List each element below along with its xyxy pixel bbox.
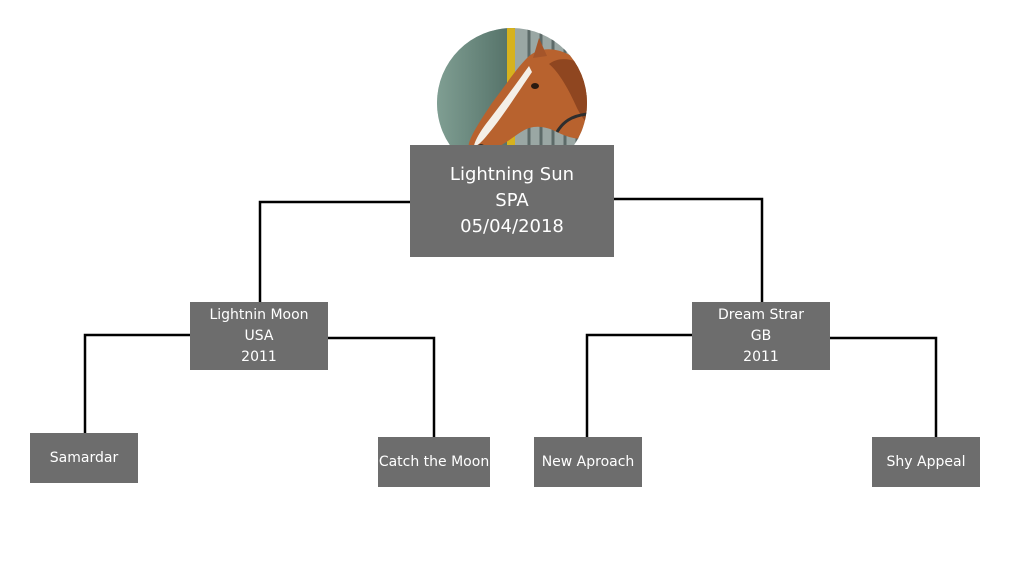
grandparent-box-shy-appeal: Shy Appeal [872, 437, 980, 487]
connector-dam-to-shy-appeal [830, 336, 938, 437]
grandparent-box-new-aproach: New Aproach [534, 437, 642, 487]
dam-box: Dream Strar GB 2011 [692, 302, 830, 370]
horse-head-photo-icon [437, 28, 587, 178]
dam-name: Dream Strar [718, 306, 804, 323]
root-horse-date: 05/04/2018 [460, 216, 564, 237]
connector-root-to-sire [258, 200, 410, 302]
connector-sire-to-catch-the-moon [328, 336, 436, 437]
dam-year: 2011 [743, 348, 779, 365]
root-horse-box: Lightning Sun SPA 05/04/2018 [410, 145, 614, 257]
grandparent-name: Shy Appeal [886, 454, 966, 470]
root-horse-name: Lightning Sun [449, 164, 575, 185]
connector-sire-to-samardar [83, 333, 190, 433]
grandparent-box-catch-the-moon: Catch the Moon [378, 437, 490, 487]
grandparent-name: New Aproach [541, 454, 635, 470]
connector-dam-to-new-aproach [585, 333, 692, 437]
sire-box: Lightnin Moon USA 2011 [190, 302, 328, 370]
sire-year: 2011 [241, 348, 277, 365]
sire-name: Lightnin Moon [209, 306, 309, 323]
sire-country: USA [244, 327, 274, 344]
root-horse-country: SPA [495, 190, 529, 211]
grandparent-name: Samardar [49, 450, 119, 466]
grandparent-name: Catch the Moon [378, 454, 490, 470]
connector-root-to-dam [614, 197, 764, 302]
horse-photo [437, 28, 587, 178]
grandparent-box-samardar: Samardar [30, 433, 138, 483]
dam-country: GB [750, 327, 772, 344]
